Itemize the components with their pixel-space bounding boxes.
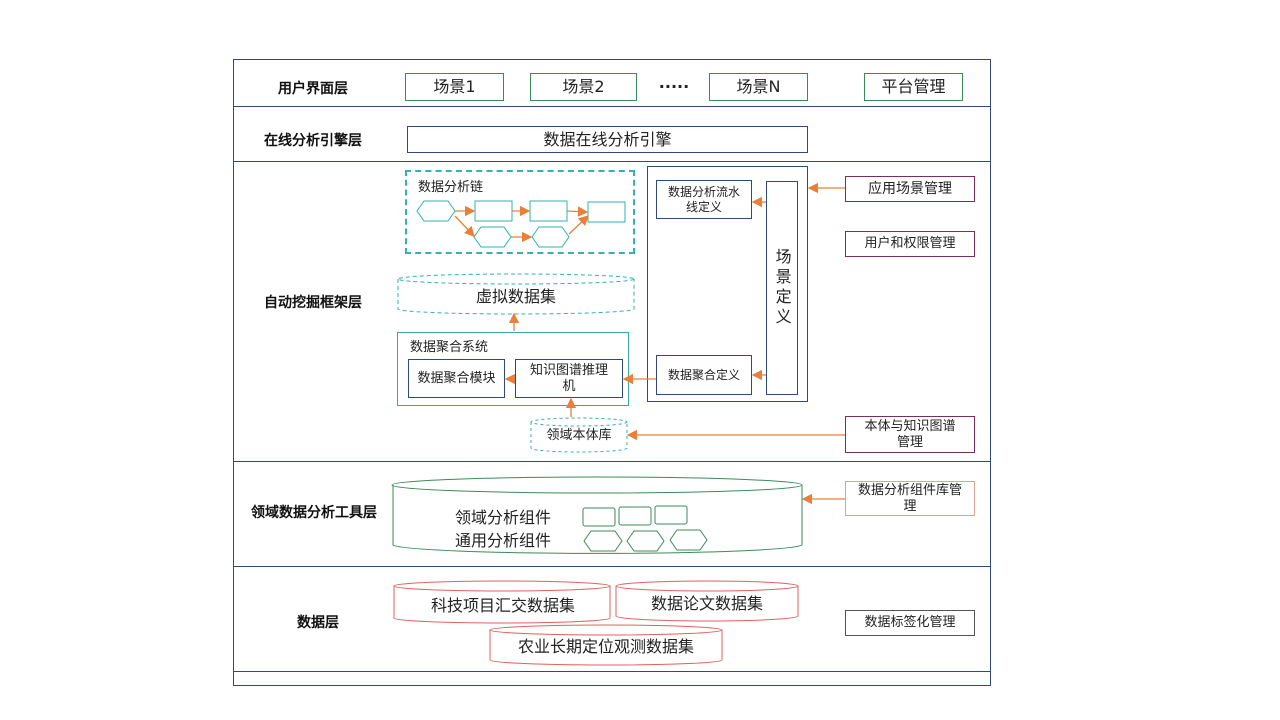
tool-component-hex-2 [626, 530, 665, 552]
tool-component-hex-3 [669, 529, 708, 551]
scene-2-box[interactable]: 场景2 [530, 73, 637, 101]
layer-divider-1 [233, 106, 991, 107]
aggregation-definition-box[interactable]: 数据聚合定义 [656, 355, 752, 395]
layer-divider-5 [233, 671, 991, 672]
observation-dataset-label: 农业长期定位观测数据集 [517, 637, 694, 657]
aggregation-system-box[interactable] [397, 332, 629, 406]
definition-container [647, 166, 808, 402]
paper-dataset-label: 数据论文数据集 [650, 594, 763, 614]
user-permission-management-box[interactable]: 用户和权限管理 [845, 231, 975, 257]
analysis-chain-box[interactable] [405, 170, 635, 254]
project-dataset-label: 科技项目汇交数据集 [430, 596, 575, 616]
tool-component-hex-1 [583, 530, 623, 552]
layer-label-engine: 在线分析引擎层 [264, 133, 362, 149]
layer-label-tools: 领域数据分析工具层 [251, 505, 377, 521]
observation-dataset-cylinder [489, 624, 723, 666]
scene-n-box[interactable]: 场景N [709, 73, 808, 101]
general-components-label: 通用分析组件 [455, 531, 552, 550]
app-scene-management-box[interactable]: 应用场景管理 [845, 176, 975, 202]
tools-cylinder [391, 476, 803, 554]
paper-dataset-cylinder [615, 580, 799, 622]
analysis-chain-label: 数据分析链 [418, 180, 484, 195]
architecture-frame [233, 59, 991, 686]
tool-component-rect-3 [654, 505, 688, 525]
chain-node-rect-1 [474, 200, 513, 222]
project-dataset-cylinder [393, 580, 611, 624]
tool-component-rect-1 [582, 507, 616, 527]
component-library-management-box[interactable]: 数据分析组件库管理 [845, 481, 975, 516]
aggregation-system-label: 数据聚合系统 [410, 340, 489, 355]
layer-divider-4 [233, 566, 991, 567]
chain-node-hex-3 [531, 226, 570, 248]
virtual-dataset-cylinder [397, 273, 635, 315]
scene-1-box[interactable]: 场景1 [405, 73, 504, 101]
domain-ontology-cylinder [530, 417, 628, 453]
scene-definition-box[interactable]: 场景定义 [766, 181, 798, 395]
aggregation-module-box[interactable]: 数据聚合模块 [408, 359, 505, 398]
chain-arrow-3 [566, 206, 589, 217]
chain-arrow-4 [454, 215, 475, 237]
domain-ontology-label: 领域本体库 [546, 428, 612, 444]
tool-component-rect-2 [618, 506, 652, 526]
scene-ellipsis: ····· [658, 77, 690, 97]
online-analysis-engine-box[interactable]: 数据在线分析引擎 [407, 126, 808, 153]
platform-management-box[interactable]: 平台管理 [864, 73, 963, 101]
chain-node-hex-2 [473, 226, 512, 248]
chain-node-rect-3 [587, 201, 626, 223]
virtual-dataset-label: 虚拟数据集 [475, 287, 556, 307]
layer-divider-2 [233, 161, 991, 162]
layer-label-data: 数据层 [297, 615, 339, 631]
kg-reasoner-box[interactable]: 知识图谱推理机 [515, 359, 623, 398]
domain-components-label: 领域分析组件 [455, 508, 552, 527]
chain-arrow-6 [568, 215, 589, 235]
layer-divider-3 [233, 461, 991, 462]
layer-label-ui: 用户界面层 [278, 81, 348, 97]
data-tagging-management-box[interactable]: 数据标签化管理 [845, 610, 975, 636]
ontology-kg-management-box[interactable]: 本体与知识图谱管理 [845, 416, 975, 453]
pipeline-definition-box[interactable]: 数据分析流水线定义 [656, 180, 752, 219]
chain-node-rect-2 [529, 200, 568, 222]
layer-label-framework: 自动挖掘框架层 [264, 295, 362, 311]
chain-node-hex-1 [416, 200, 456, 222]
